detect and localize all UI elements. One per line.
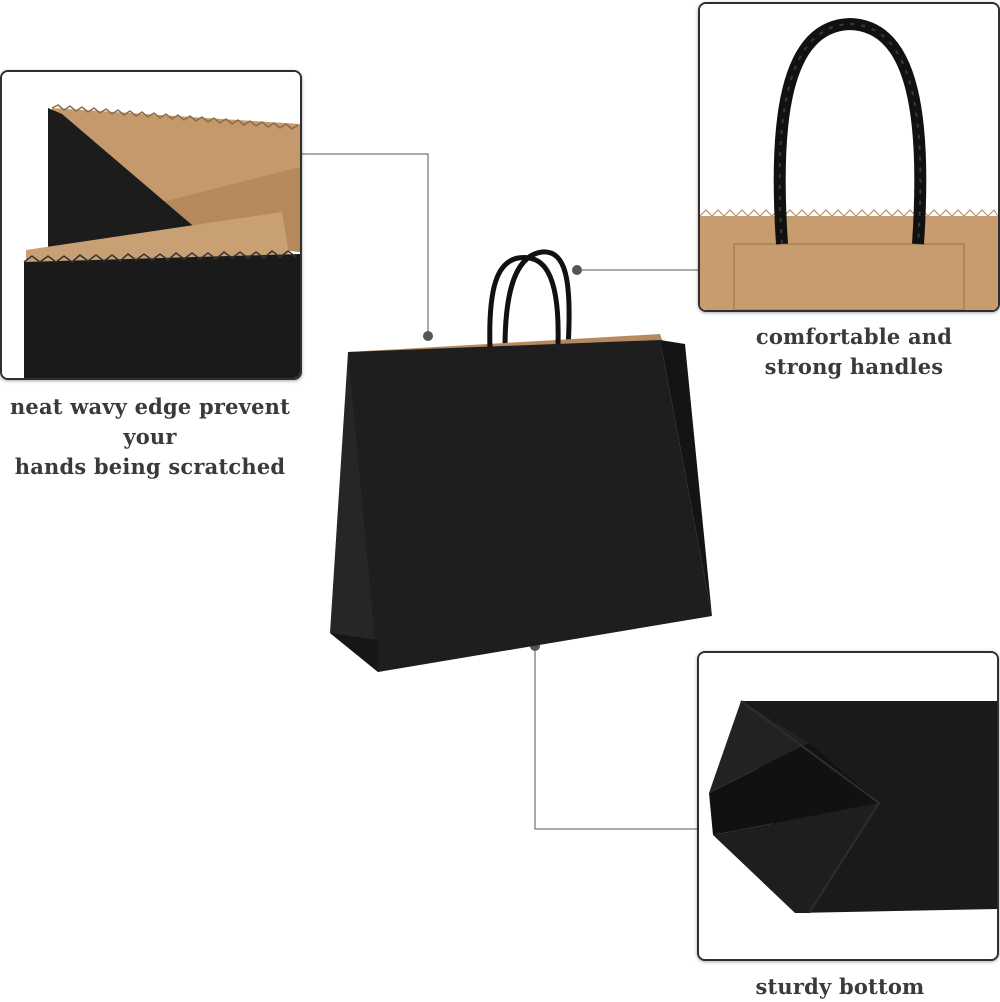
bag-front <box>348 340 712 672</box>
connector-dot-edge <box>423 331 433 341</box>
caption-wavy-edge-line1: neat wavy edge prevent your <box>9 394 291 449</box>
caption-wavy-edge-line2: hands being scratched <box>14 454 286 479</box>
caption-wavy-edge: neat wavy edge prevent your hands being … <box>0 392 300 482</box>
caption-handles: comfortable and strong handles <box>704 322 1000 382</box>
bag-handle-front <box>487 254 561 351</box>
wavy-edge-closeup <box>0 70 302 380</box>
caption-bottom-line1: sturdy bottom <box>755 974 925 999</box>
caption-handles-line1: comfortable and <box>755 324 953 349</box>
connector-edge <box>250 153 429 335</box>
caption-handles-line2: strong handles <box>764 354 944 379</box>
connector-dot-handle <box>572 265 582 275</box>
handle-closeup <box>698 2 1000 312</box>
bag-handle-back <box>502 249 572 349</box>
bottom-closeup <box>697 651 999 961</box>
shopping-bag-image <box>330 249 712 672</box>
caption-bottom: sturdy bottom <box>690 972 990 1002</box>
connector-bottom <box>534 646 712 830</box>
